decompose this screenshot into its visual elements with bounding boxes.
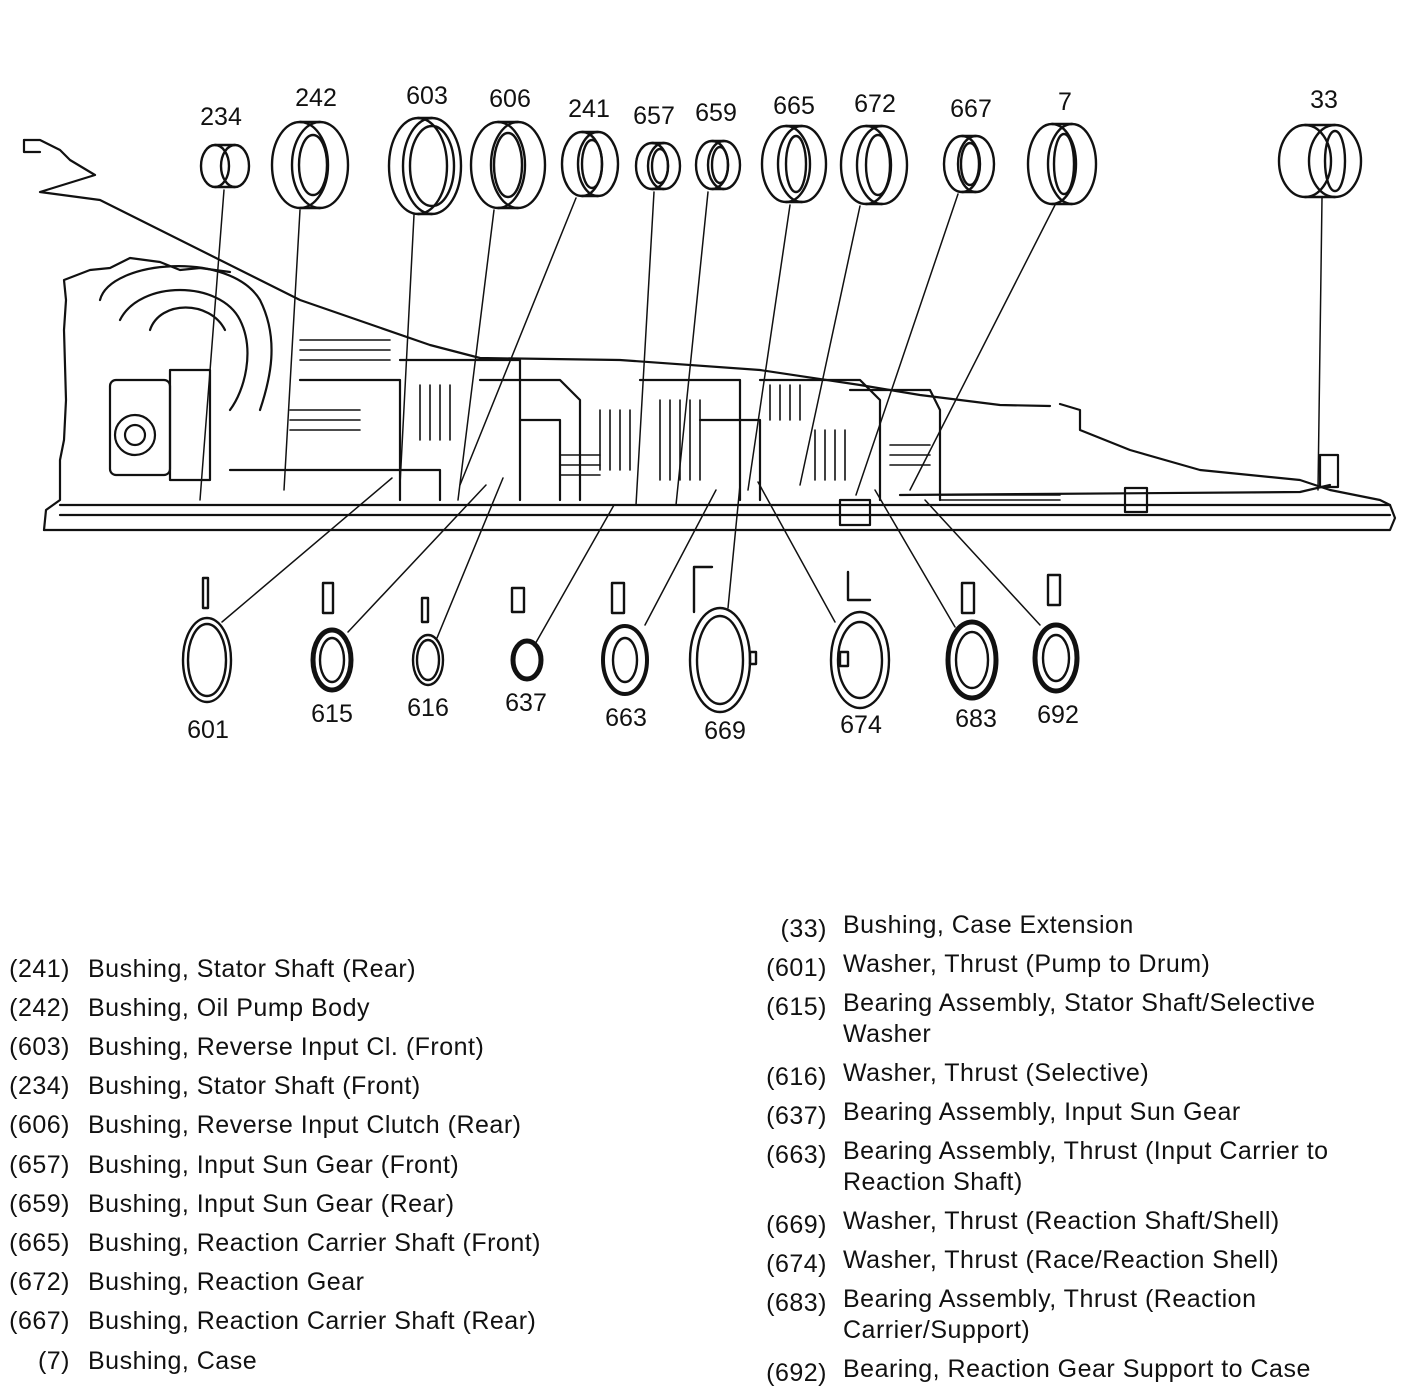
legend-part-number: (667) [9, 1307, 70, 1335]
part-label-657: 657 [633, 102, 675, 130]
part-label-659: 659 [695, 99, 737, 127]
legend-part-description: Bushing, Reverse Input Cl. (Front) [88, 1033, 485, 1061]
transmission-housing [22, 138, 1397, 532]
bushing-33-icon [1277, 123, 1363, 199]
transmission-cross-section-diagram: 234 242 603 606 241 657 659 665 672 667 … [22, 82, 1397, 745]
legend-part-number: (657) [9, 1151, 70, 1179]
legend-part-number: (7) [37, 1347, 70, 1375]
washer-669-icon [688, 565, 758, 714]
part-label-692: 692 [1037, 701, 1079, 729]
legend-part-number: (241) [9, 955, 70, 983]
bushing-665-icon [760, 124, 828, 204]
legend-part-number: (601) [766, 954, 827, 982]
part-label-601: 601 [187, 716, 229, 744]
bushing-672-icon [839, 124, 909, 206]
top-part-labels: 234 242 603 606 241 657 659 665 672 667 … [200, 82, 1338, 131]
part-label-603: 603 [406, 82, 448, 110]
bottom-part-labels: 601 615 616 637 663 669 674 683 692 [187, 689, 1079, 745]
parts-legend-left: (241) Bushing, Stator Shaft (Rear) (242)… [0, 950, 700, 1390]
part-label-241: 241 [568, 95, 610, 123]
part-label-663: 663 [605, 704, 647, 732]
legend-part-description: Bushing, Reaction Carrier Shaft (Front) [88, 1229, 542, 1257]
legend-part-description: Bushing, Input Sun Gear (Rear) [88, 1190, 455, 1218]
bearing-683-icon [945, 581, 999, 701]
legend-part-number: (606) [9, 1111, 70, 1139]
bushing-7-icon [1026, 122, 1098, 206]
legend-part-number: (663) [766, 1141, 827, 1169]
bushing-242-icon [270, 120, 350, 210]
bearing-692-icon [1032, 573, 1080, 694]
bushing-241-icon [560, 130, 620, 198]
legend-part-description: Bushing, Oil Pump Body [88, 994, 370, 1022]
bottom-leader-lines [221, 477, 1041, 647]
legend-part-number: (672) [9, 1268, 70, 1296]
legend-part-number: (603) [9, 1033, 70, 1061]
legend-part-description: Washer, Thrust (Reaction Shaft/Shell) [843, 1207, 1280, 1235]
part-label-7: 7 [1058, 88, 1072, 116]
part-label-674: 674 [840, 711, 882, 739]
part-label-683: 683 [955, 705, 997, 733]
bearing-663-icon [601, 581, 649, 696]
legend-part-description: Bushing, Case [88, 1347, 258, 1375]
bushing-659-icon [694, 139, 742, 191]
legend-part-description: Bushing, Stator Shaft (Front) [88, 1072, 421, 1100]
legend-part-description: Bearing Assembly, Thrust (Reaction Carri… [843, 1285, 1257, 1344]
top-bushings [199, 116, 1363, 216]
part-label-33: 33 [1310, 86, 1338, 114]
legend-part-number: (683) [766, 1289, 827, 1317]
legend-part-number: (33) [780, 915, 827, 943]
legend-part-description: Washer, Thrust (Race/Reaction Shell) [843, 1246, 1280, 1274]
bushing-234-icon [199, 143, 251, 189]
legend-part-number: (692) [766, 1359, 827, 1387]
parts-legend-right: (33) Bushing, Case Extension (601) Washe… [755, 910, 1415, 1395]
part-label-242: 242 [295, 84, 337, 112]
part-label-637: 637 [505, 689, 547, 717]
legend-part-number: (669) [766, 1211, 827, 1239]
legend-part-description: Bearing Assembly, Stator Shaft/Selective… [843, 989, 1316, 1048]
legend-part-description: Bushing, Reaction Gear [88, 1268, 365, 1296]
bearing-637-icon [510, 586, 544, 682]
part-label-606: 606 [489, 85, 531, 113]
washer-674-icon [829, 570, 891, 710]
legend-part-number: (665) [9, 1229, 70, 1257]
legend-part-number: (637) [766, 1102, 827, 1130]
part-label-234: 234 [200, 103, 242, 131]
part-label-615: 615 [311, 700, 353, 728]
bushing-603-icon [387, 116, 463, 216]
washer-601-icon [181, 576, 233, 704]
legend-part-number: (659) [9, 1190, 70, 1218]
bearing-615-icon [310, 581, 354, 693]
part-label-616: 616 [407, 694, 449, 722]
part-label-667: 667 [950, 95, 992, 123]
part-label-672: 672 [854, 90, 896, 118]
legend-part-description: Bushing, Reverse Input Clutch (Rear) [88, 1111, 522, 1139]
legend-part-number: (615) [766, 993, 827, 1021]
legend-part-description: Washer, Thrust (Selective) [843, 1059, 1150, 1087]
legend-part-number: (616) [766, 1063, 827, 1091]
bottom-washers [181, 565, 1080, 714]
legend-part-description: Bearing, Reaction Gear Support to Case [843, 1355, 1311, 1383]
part-label-669: 669 [704, 717, 746, 745]
legend-part-number: (242) [9, 994, 70, 1022]
legend-part-description: Bushing, Reaction Carrier Shaft (Rear) [88, 1307, 537, 1335]
part-label-665: 665 [773, 92, 815, 120]
legend-part-description: Bushing, Stator Shaft (Rear) [88, 955, 417, 983]
bushing-667-icon [942, 134, 996, 194]
legend-part-description: Bearing Assembly, Input Sun Gear [843, 1098, 1241, 1126]
legend-part-description: Washer, Thrust (Pump to Drum) [843, 950, 1211, 978]
washer-616-icon [411, 596, 445, 687]
legend-part-description: Bearing Assembly, Thrust (Input Carrier … [843, 1137, 1329, 1196]
bushing-657-icon [634, 141, 682, 191]
legend-part-description: Bushing, Input Sun Gear (Front) [88, 1151, 460, 1179]
legend-part-number: (674) [766, 1250, 827, 1278]
top-leader-lines [199, 189, 1323, 506]
bushing-606-icon [469, 120, 547, 210]
legend-part-description: Bushing, Case Extension [843, 911, 1134, 939]
legend-part-number: (234) [9, 1072, 70, 1100]
